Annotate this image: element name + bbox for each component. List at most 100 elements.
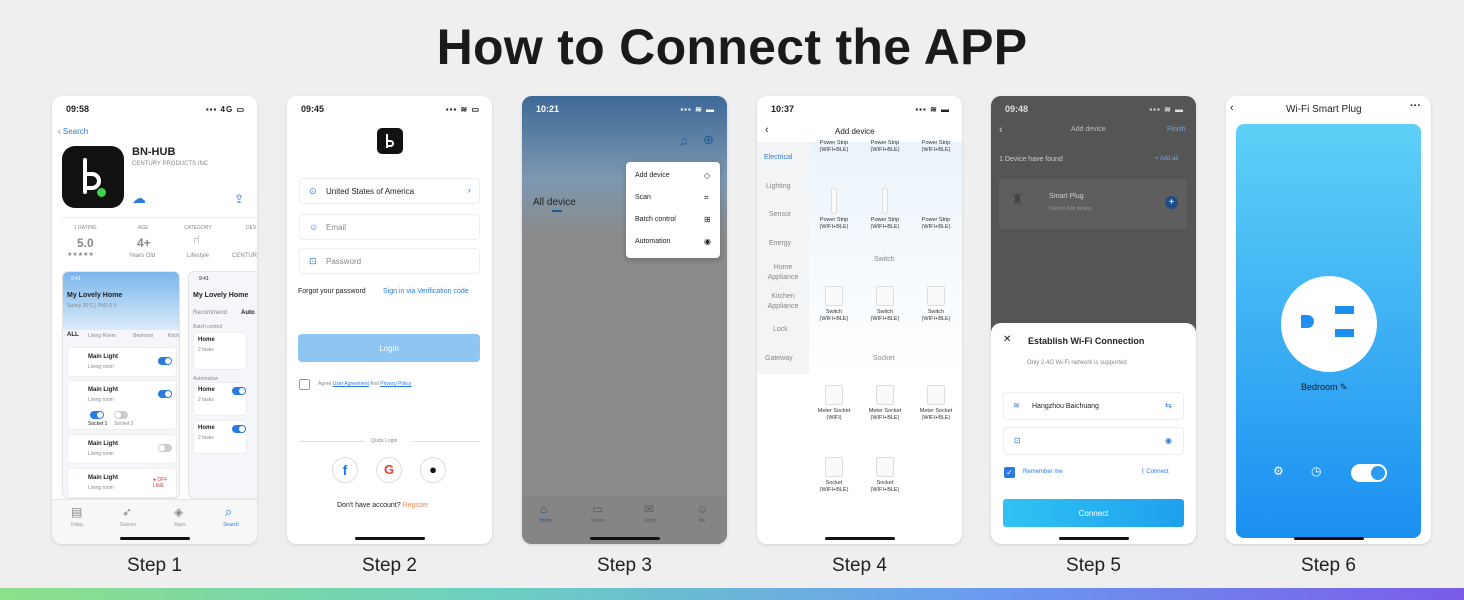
- back-icon[interactable]: ‹: [999, 124, 1003, 136]
- device-socket[interactable]: Socket(WIFI+BLE): [862, 457, 908, 494]
- cube-icon: ◇: [704, 171, 711, 180]
- back-search-link[interactable]: ‹ Search: [58, 127, 89, 136]
- socket-slot-icon: [1335, 306, 1354, 314]
- register-link[interactable]: Register: [402, 502, 429, 509]
- category-electrical[interactable]: Electrical: [764, 154, 793, 161]
- device-switch[interactable]: Switch(WIFI+BLE): [811, 286, 857, 323]
- category-lighting[interactable]: Lighting: [766, 183, 791, 190]
- phone-step-6: ‹ Wi-Fi Smart Plug ··· Bedroom ✎ ⚙ ◷: [1226, 96, 1431, 544]
- category-gateway[interactable]: Gateway: [765, 355, 793, 362]
- power-button[interactable]: [1281, 276, 1377, 372]
- email-field[interactable]: ☺Email: [299, 214, 480, 240]
- tab-apps[interactable]: Apps: [174, 522, 186, 528]
- plug-icon: ♜: [1011, 191, 1024, 207]
- add-all-button[interactable]: + Add all: [1155, 156, 1179, 162]
- facebook-icon[interactable]: f: [332, 457, 358, 483]
- category-home-appliance[interactable]: Home Appliance: [767, 264, 799, 281]
- device-power-strip[interactable]: Power Strip(WIFI+BLE): [811, 188, 857, 231]
- tab-shop[interactable]: Shop: [644, 518, 656, 524]
- rating-value: 5.0: [77, 236, 94, 250]
- tab-games[interactable]: Games: [119, 522, 137, 528]
- eye-icon[interactable]: ◉: [1165, 436, 1172, 445]
- remember-checkbox[interactable]: ✓: [1004, 467, 1015, 478]
- privacy-policy-link[interactable]: Privacy Policy: [380, 381, 412, 387]
- google-icon[interactable]: G: [376, 457, 402, 483]
- today-icon: ▤: [71, 505, 83, 519]
- login-button[interactable]: Login: [298, 334, 480, 362]
- found-count: 1 Device have found: [999, 156, 1063, 163]
- app-screenshot-2: 9:41 My Lovely Home Recommend Auto Batch…: [188, 271, 257, 499]
- menu-scan[interactable]: Scan: [635, 194, 651, 201]
- found-device-card[interactable]: ♜ Smart Plug Click to Add device +: [999, 179, 1187, 229]
- back-icon[interactable]: ‹: [765, 124, 769, 136]
- category-kitchen-appliance[interactable]: Kitchen Appliance: [767, 293, 799, 310]
- bluetooth-icon: ᛒ: [1141, 469, 1145, 475]
- lock-icon: ⊡: [1014, 436, 1021, 445]
- bell-icon[interactable]: ♫: [679, 134, 688, 148]
- tab-scene[interactable]: Scene: [590, 518, 606, 524]
- device-power-strip[interactable]: Power Strip(WIFI+BLE): [921, 217, 951, 230]
- menu-add-device[interactable]: Add device: [635, 172, 670, 179]
- add-device-icon[interactable]: +: [1165, 196, 1178, 209]
- tab-all-device[interactable]: All device: [533, 197, 576, 208]
- apple-icon[interactable]: ●: [420, 457, 446, 483]
- connect-button[interactable]: Connect: [1003, 499, 1184, 527]
- menu-automation[interactable]: Automation: [635, 238, 671, 245]
- switch-network-icon[interactable]: ⇆: [1165, 401, 1172, 410]
- device-meter-socket[interactable]: Meter Socket(WIFI): [811, 385, 857, 422]
- verification-code-link[interactable]: Sign in via Verification code: [383, 288, 469, 295]
- chair-icon: ⑁: [193, 234, 200, 246]
- timer-clock-icon[interactable]: ◷: [1311, 464, 1322, 478]
- room-name[interactable]: Bedroom ✎: [1301, 382, 1348, 392]
- user-agreement-link[interactable]: User Agreement: [332, 381, 369, 387]
- quick-login-label: Quick Login: [371, 438, 398, 444]
- category-energy[interactable]: Energy: [769, 240, 792, 247]
- close-icon[interactable]: ✕: [1003, 334, 1012, 345]
- step-label-3: Step 3: [597, 555, 652, 576]
- status-time: 10:21: [536, 104, 560, 114]
- wifi-password-field[interactable]: ⊡ ◉: [1003, 427, 1184, 455]
- agreement-text: Agree User Agreement And Privacy Policy: [318, 381, 412, 387]
- share-icon[interactable]: ⇪: [234, 192, 245, 206]
- device-switch[interactable]: Switch(WIFI+BLE): [862, 286, 908, 323]
- agree-checkbox[interactable]: [299, 379, 310, 390]
- menu-batch-control[interactable]: Batch control: [635, 216, 676, 223]
- add-circle-icon[interactable]: ⊕: [703, 132, 714, 147]
- tab-search[interactable]: Search: [223, 522, 239, 528]
- device-switch[interactable]: Switch(WIFI+BLE): [913, 286, 959, 323]
- category-lock[interactable]: Lock: [773, 326, 788, 333]
- dev-label: DEV: [246, 225, 257, 231]
- category-sidebar: [757, 142, 809, 374]
- finish-button[interactable]: Finish: [1167, 126, 1186, 133]
- wifi-dialog: ✕ Establish Wi-Fi Connection Only 2.4G W…: [991, 323, 1196, 544]
- more-icon[interactable]: ···: [1410, 100, 1421, 112]
- wifi-ssid-field[interactable]: ≋ Hangzhou Baichuang ⇆: [1003, 392, 1184, 420]
- device-meter-socket[interactable]: Meter Socket(WIFI+BLE): [862, 385, 908, 422]
- edit-pencil-icon: ✎: [1340, 382, 1348, 392]
- country-select[interactable]: ⊙United States of America›: [299, 178, 480, 204]
- back-icon[interactable]: ‹: [1230, 102, 1234, 114]
- forgot-password-link[interactable]: Forgot your password: [298, 288, 366, 295]
- device-power-strip[interactable]: Power Strip(WIFI+BLE): [870, 140, 900, 153]
- tab-me[interactable]: Me: [698, 518, 706, 524]
- tab-home[interactable]: Home: [539, 518, 553, 524]
- device-power-strip[interactable]: Power Strip(WIFI+BLE): [819, 140, 849, 153]
- power-toggle[interactable]: [1351, 464, 1387, 482]
- step-label-5: Step 5: [1066, 555, 1121, 576]
- device-socket[interactable]: Socket(WIFI+BLE): [811, 457, 857, 494]
- device-meter-socket[interactable]: Meter Socket(WIFI+BLE): [913, 385, 959, 422]
- dialog-title: Establish Wi-Fi Connection: [1028, 336, 1145, 346]
- password-field[interactable]: ⊡Password: [299, 248, 480, 274]
- apps-layers-icon: ◈: [174, 505, 184, 519]
- settings-gear-icon[interactable]: ⚙: [1273, 464, 1284, 478]
- download-icon[interactable]: ☁: [132, 190, 146, 206]
- device-power-strip[interactable]: Power Strip(WIFI+BLE): [862, 188, 908, 231]
- category-sensor[interactable]: Sensor: [769, 211, 792, 218]
- device-name: Smart Plug: [1049, 193, 1084, 200]
- socket-slot-icon: [1335, 329, 1354, 337]
- device-power-strip[interactable]: Power Strip(WIFI+BLE): [921, 140, 951, 153]
- app-icon: [62, 146, 124, 208]
- tab-today[interactable]: Today: [70, 522, 84, 528]
- step-label-1: Step 1: [127, 555, 182, 576]
- bluetooth-connect-link[interactable]: ᛒ Connect: [1141, 469, 1169, 475]
